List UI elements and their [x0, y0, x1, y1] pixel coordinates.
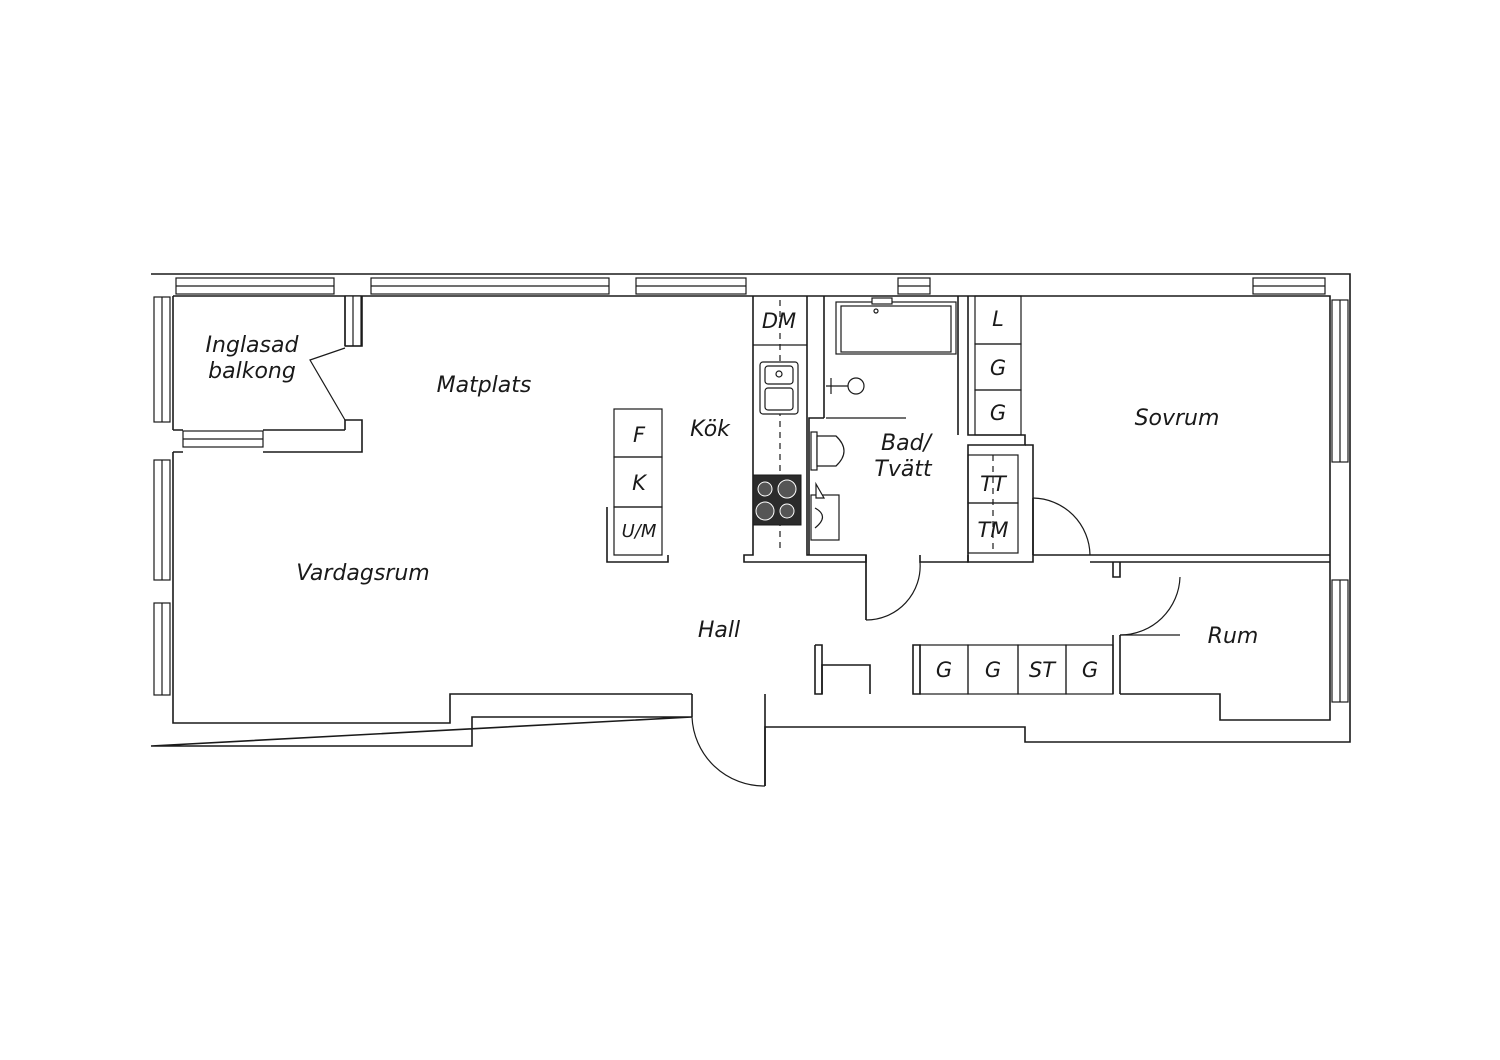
label-sovrum: Sovrum	[1135, 406, 1220, 431]
label-matplats: Matplats	[437, 373, 532, 398]
label-hall-st: ST	[1029, 658, 1057, 682]
label-balkong: balkong	[208, 359, 296, 384]
label-bad: Bad/	[881, 431, 934, 456]
label-hall: Hall	[698, 618, 740, 643]
kitchen-counter	[743, 296, 867, 563]
fridge-column	[606, 408, 669, 563]
appliance-labels: DM F K U/M L G G TT TM G G ST G	[622, 307, 1099, 682]
label-kok: Kök	[690, 417, 731, 442]
label-tm: TM	[978, 518, 1009, 542]
hall-closets	[814, 644, 1114, 695]
label-l: L	[992, 307, 1004, 331]
label-g-2: G	[990, 401, 1006, 425]
label-f: F	[633, 423, 646, 447]
wardrobe-column	[967, 295, 1034, 563]
label-hall-g-3: G	[1082, 658, 1098, 682]
label-dm: DM	[762, 309, 796, 333]
label-tt: TT	[980, 472, 1008, 496]
label-rum: Rum	[1208, 624, 1259, 649]
label-k: K	[632, 471, 648, 495]
room-labels: Inglasad balkong Matplats Kök Vardagsrum…	[206, 333, 1259, 649]
label-hall-g-2: G	[985, 658, 1001, 682]
entrance-door	[691, 716, 766, 787]
label-um: U/M	[622, 521, 657, 542]
label-vardagsrum: Vardagsrum	[296, 561, 429, 586]
outer-walls	[150, 273, 1351, 786]
label-tvatt: Tvätt	[874, 457, 933, 482]
windows	[153, 277, 1349, 703]
bedroom-walls	[1032, 497, 1330, 694]
label-hall-g-1: G	[936, 658, 952, 682]
balcony-walls	[173, 296, 363, 453]
label-g-1: G	[990, 356, 1006, 380]
label-inglasad: Inglasad	[206, 333, 300, 358]
bathroom	[808, 296, 1026, 621]
